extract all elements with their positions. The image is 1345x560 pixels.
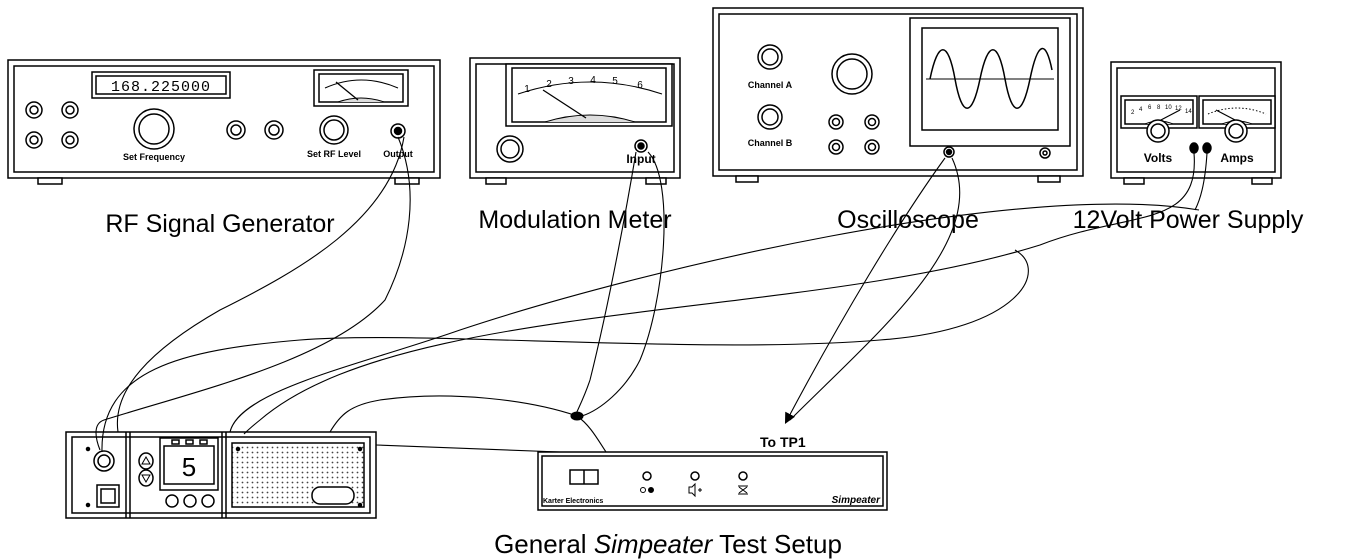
junction-to-simpeater: [576, 415, 607, 453]
title-suffix: Test Setup: [712, 529, 842, 559]
brand-label: Karter Electronics: [543, 498, 603, 505]
radio-badge: [311, 486, 355, 505]
amps-label: Amps: [1220, 151, 1254, 165]
set-rf-level-label: Set RF Level: [307, 149, 361, 159]
set-frequency-knob[interactable]: [133, 108, 175, 150]
set-frequency-label: Set Frequency: [123, 152, 185, 162]
psu-foot-right: [1251, 177, 1273, 185]
simpeater-led-3: [738, 471, 748, 481]
volt-scale-14: 14: [1185, 109, 1192, 115]
volt-scale-6: 6: [1148, 105, 1152, 111]
radio-to-simpeater-cable: [375, 444, 561, 453]
channel-b-label: Channel B: [748, 138, 793, 148]
antenna-connector[interactable]: [93, 450, 115, 472]
mod-meter-foot-left: [485, 177, 507, 185]
psu-lead-4: [101, 249, 1029, 453]
rf-generator-foot-right: [394, 177, 420, 185]
rf-knob-2[interactable]: [61, 101, 79, 119]
rf-knob-4[interactable]: [61, 131, 79, 149]
volt-scale-8: 8: [1157, 105, 1161, 111]
mod-scale-3: 3: [568, 76, 574, 87]
channel-down-button[interactable]: [138, 469, 154, 487]
modulation-meter-label: Modulation Meter: [478, 206, 671, 234]
rf-knob-5[interactable]: [226, 120, 246, 140]
diagram-title: General Simpeater Test Setup: [494, 529, 842, 559]
modulation-meter: [469, 57, 681, 185]
psu-lead-2: [1194, 152, 1208, 211]
rf-generator-label: RF Signal Generator: [105, 210, 334, 238]
mod-scale-1: 1: [524, 84, 530, 95]
volt-scale-12: 12: [1175, 106, 1182, 112]
rf-knob-1[interactable]: [25, 101, 43, 119]
mod-meter-lead-1: [575, 151, 637, 415]
negative-terminal[interactable]: [1202, 142, 1212, 154]
sine-trace: [929, 47, 1053, 109]
power-supply-label: 12Volt Power Supply: [1073, 206, 1304, 234]
psu-foot-left: [1123, 177, 1145, 185]
psu-lead-1: [243, 152, 1195, 435]
oscilloscope-screen: [921, 27, 1059, 131]
simpeater-name: Simpeater: [832, 495, 881, 506]
osc-knob-small-1[interactable]: [828, 114, 844, 130]
channel-digit: 5: [182, 452, 196, 482]
power-supply: [1110, 61, 1282, 185]
volt-scale-4: 4: [1139, 107, 1143, 113]
osc-knob-small-2[interactable]: [864, 114, 880, 130]
mod-scale-6: 6: [637, 80, 643, 91]
rf-signal-generator: [7, 59, 441, 185]
volt-scale-2: 2: [1131, 110, 1135, 116]
rf-output-cable: [95, 136, 411, 451]
channel-up-button[interactable]: [138, 452, 154, 470]
radio-button-3[interactable]: [201, 494, 215, 508]
radio-power-button[interactable]: [96, 484, 120, 508]
psu-lead-3: [229, 203, 1200, 433]
mod-scale-4: 4: [590, 75, 596, 86]
osc-foot-right: [1037, 175, 1061, 183]
frequency-readout: 168.225000: [111, 79, 211, 96]
mod-scale-5: 5: [612, 76, 618, 87]
channel-a-label: Channel A: [748, 80, 793, 90]
power-supply-labels: 2 4 6 8 10 12 14 Volts Amps 12Volt Power…: [1073, 105, 1304, 234]
cables: [95, 136, 1208, 453]
rf-output-cable-2: [116, 136, 405, 433]
mod-meter-foot-right: [645, 177, 667, 185]
radio-labels: 5: [182, 452, 196, 482]
oscilloscope: [712, 7, 1084, 183]
tp1-label: To TP1: [760, 434, 806, 450]
mod-meter-lead-2: [581, 151, 665, 417]
simpeater-unit: [537, 451, 888, 511]
power-button[interactable]: [1039, 147, 1051, 159]
positive-terminal[interactable]: [1189, 142, 1199, 154]
volt-meter: [1120, 95, 1198, 129]
radio-button-2[interactable]: [183, 494, 197, 508]
simpeater-led-1: [642, 471, 652, 481]
osc-knob-small-4[interactable]: [864, 139, 880, 155]
amps-knob[interactable]: [1224, 119, 1248, 143]
osc-knob-small-3[interactable]: [828, 139, 844, 155]
rf-knob-6[interactable]: [264, 120, 284, 140]
input-label: Input: [626, 152, 655, 166]
simpeater-labels: Karter Electronics Simpeater To TP1: [543, 434, 881, 506]
rf-generator-labels: 168.225000 Set Frequency Set RF Level Ou…: [105, 79, 412, 238]
simpeater-led-2: [690, 471, 700, 481]
scope-probe-lead-2: [789, 157, 961, 421]
radio-button-1[interactable]: [165, 494, 179, 508]
junction-to-radio: [329, 395, 578, 433]
rf-knob-3[interactable]: [25, 131, 43, 149]
mod-scale-2: 2: [546, 79, 552, 90]
scope-probe-lead-1: [784, 157, 946, 424]
volts-label: Volts: [1144, 151, 1173, 165]
rf-generator-foot-left: [37, 177, 63, 185]
volt-scale-10: 10: [1165, 105, 1172, 111]
radio-unit: [65, 431, 377, 519]
title-italic: Simpeater: [594, 529, 714, 559]
osc-foot-left: [735, 175, 759, 183]
output-label: Output: [383, 149, 413, 159]
title-prefix: General: [494, 529, 594, 559]
oscilloscope-screen-bezel: [909, 17, 1071, 147]
mod-meter-labels: 1 2 3 4 5 6 Input Modulation Meter: [478, 75, 671, 234]
volts-knob[interactable]: [1146, 119, 1170, 143]
timebase-knob[interactable]: [831, 53, 873, 95]
